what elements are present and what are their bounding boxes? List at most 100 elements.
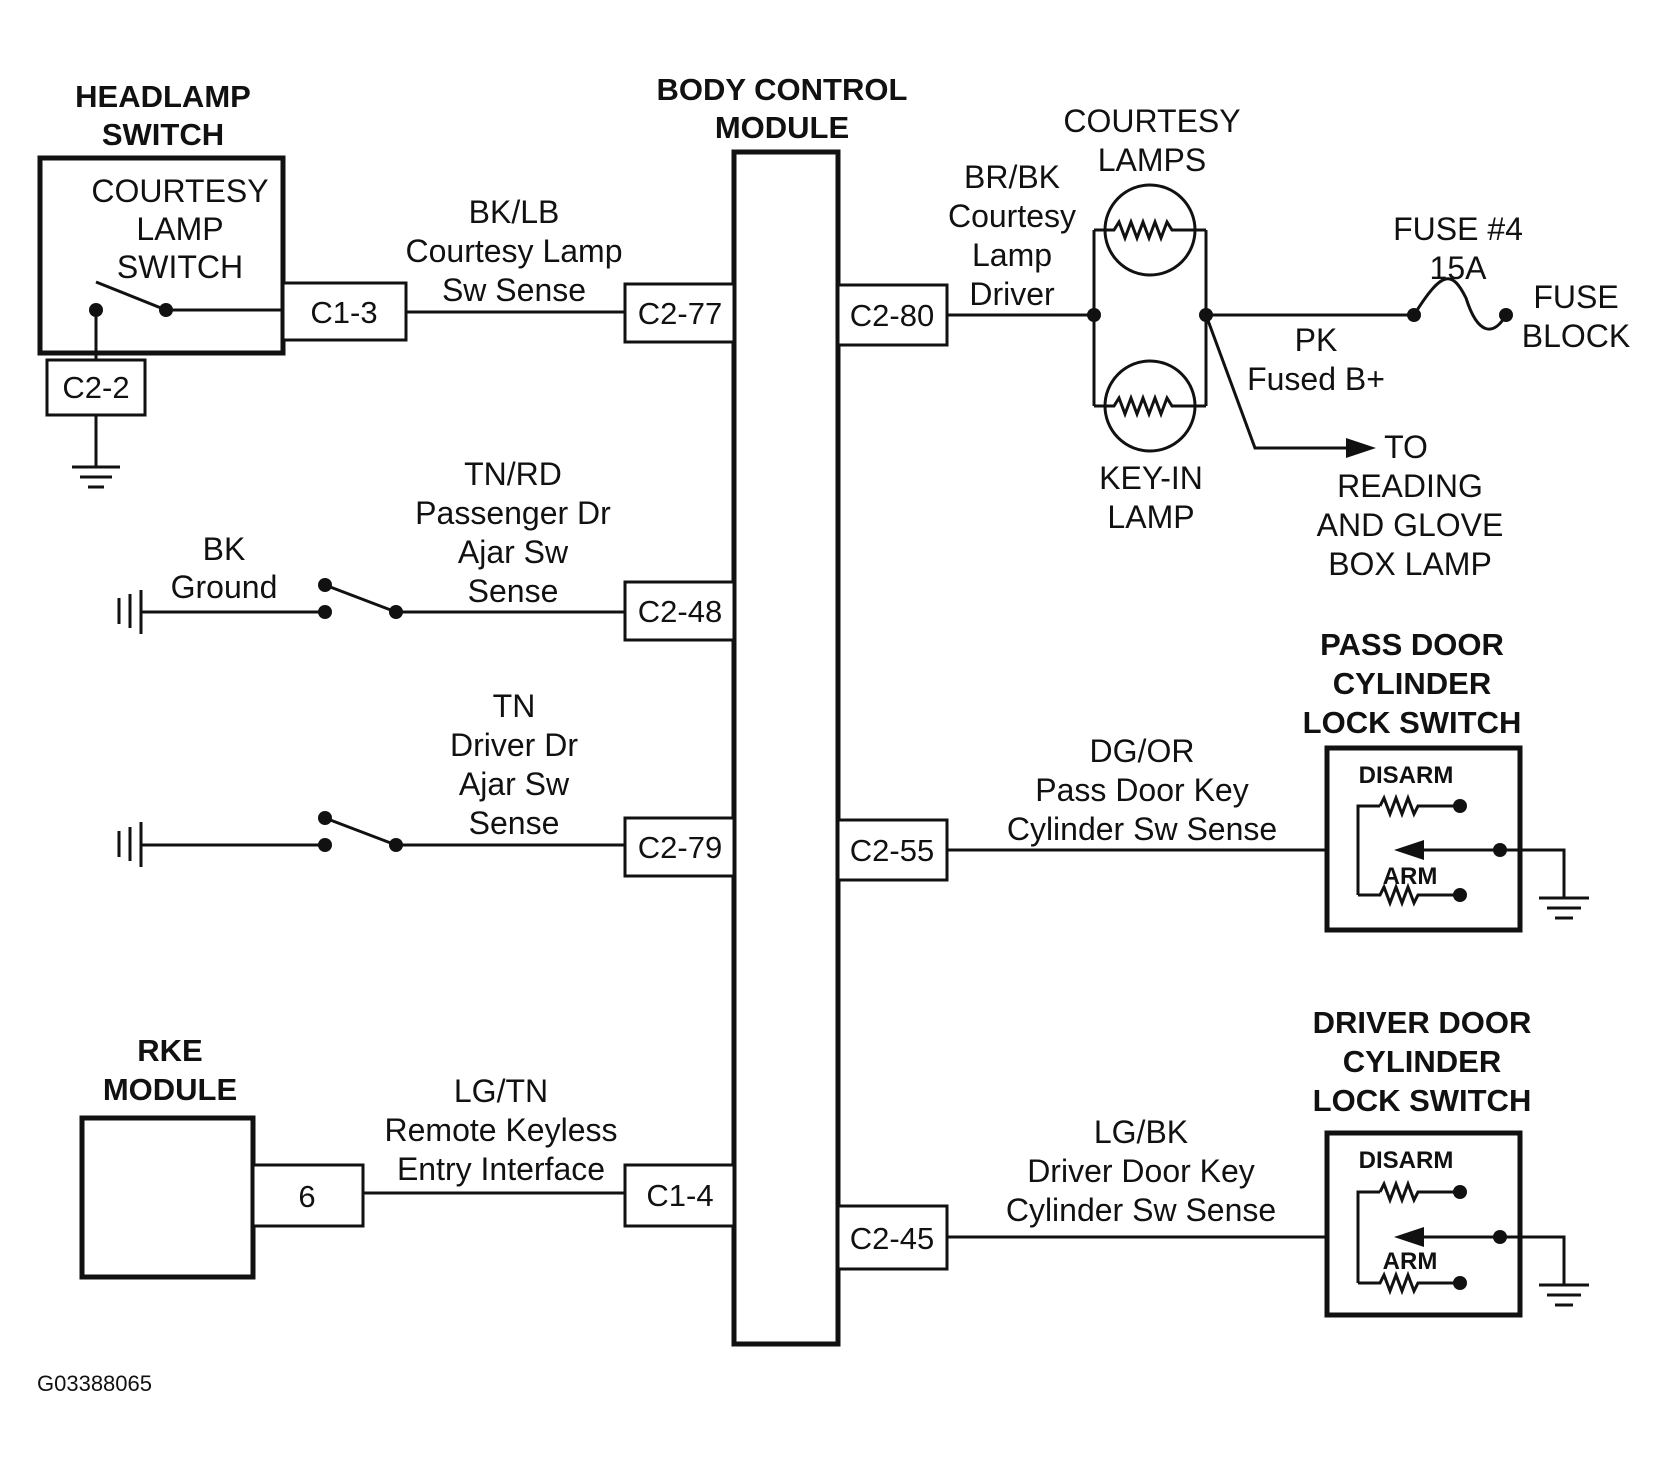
circuit-desc-1: Driver Door Key	[1027, 1153, 1255, 1189]
rke-title-1: RKE	[137, 1033, 202, 1068]
circuit-desc-2: Sw Sense	[442, 272, 586, 308]
wire-color-label: LG/BK	[1094, 1114, 1188, 1150]
rke-module: RKE MODULE 6 LG/TN Remote Keyless Entry …	[79, 1033, 736, 1280]
connector-c2-2	[45, 358, 147, 417]
pass-door-switch-box	[1324, 745, 1523, 933]
feed-wire-color: PK	[1295, 322, 1338, 358]
connector-c1-4-label: C1-4	[646, 1178, 713, 1213]
wire-color-label: BK/LB	[469, 194, 560, 230]
ground-wire-desc: Ground	[171, 569, 278, 605]
connector-c2-55-label: C2-55	[850, 833, 934, 868]
headlamp-switch: HEADLAMP SWITCH COURTESY LAMP SWITCH C2-…	[37, 79, 408, 489]
pass-door-title-3: LOCK SWITCH	[1303, 705, 1522, 740]
disarm-label: DISARM	[1359, 762, 1454, 789]
connector-c2-80-label: C2-80	[850, 298, 934, 333]
connector-c2-2-label: C2-2	[62, 370, 129, 405]
circuit-courtesy-sense: BK/LB Courtesy Lamp Sw Sense C2-77	[406, 194, 736, 344]
arm-contact-dot	[1453, 888, 1467, 902]
arm-resistor	[1358, 882, 1460, 908]
wiper-arrow-icon	[1394, 1227, 1424, 1247]
arm-label: ARM	[1383, 1248, 1438, 1275]
circuit-desc-2: Ajar Sw	[458, 534, 569, 570]
key-in-lamp-label-1: KEY-IN	[1099, 460, 1203, 496]
headlamp-switch-box	[37, 155, 286, 356]
driver-door-title-1: DRIVER DOOR	[1313, 1005, 1532, 1040]
disarm-contact-dot	[1453, 1185, 1467, 1199]
circuit-desc-3: Driver	[969, 276, 1055, 312]
body-control-module: BODY CONTROL MODULE	[657, 72, 908, 1347]
headlamp-switch-title-2: SWITCH	[102, 117, 224, 152]
connector-rke-6-label: 6	[298, 1179, 315, 1214]
bcm-body	[731, 149, 841, 1347]
circuit-desc-3: Sense	[469, 805, 560, 841]
wire-color-label: BR/BK	[964, 159, 1060, 195]
circuit-desc-2: Cylinder Sw Sense	[1007, 811, 1277, 847]
circuit-desc-2: Lamp	[972, 237, 1052, 273]
door-switch-blade	[324, 816, 397, 847]
connector-c1-4	[623, 1163, 736, 1228]
circuit-desc-1: Passenger Dr	[415, 495, 611, 531]
branch-label-2: READING	[1337, 468, 1483, 504]
circuit-desc-2: Ajar Sw	[459, 766, 570, 802]
rke-module-box	[79, 1115, 256, 1280]
switch-blade	[95, 280, 167, 312]
bcm-title-1: BODY CONTROL	[657, 72, 908, 107]
driver-door-title-2: CYLINDER	[1343, 1044, 1501, 1079]
branch-label-1: TO	[1384, 429, 1428, 465]
headlamp-switch-title-1: HEADLAMP	[75, 79, 251, 114]
circuit-desc-1: Remote Keyless	[385, 1112, 618, 1148]
connector-c2-79-label: C2-79	[638, 830, 722, 865]
pass-door-lock-circuit: PASS DOOR CYLINDER LOCK SWITCH C2-55 DG/…	[836, 627, 1589, 933]
switch-common-lead	[1356, 1190, 1380, 1283]
courtesy-switch-label-1: COURTESY	[91, 173, 268, 209]
arm-contact-dot	[1453, 1276, 1467, 1290]
circuit-desc-1: Courtesy Lamp	[406, 233, 623, 269]
fuse-terminal-dot	[1499, 308, 1513, 322]
circuit-passenger-door-ajar: BK Ground TN/RD Passenger Dr Ajar Sw Sen…	[117, 456, 736, 642]
switch-contact-dot	[89, 303, 103, 317]
circuit-driver-door-ajar: TN Driver Dr Ajar Sw Sense C2-79	[117, 688, 736, 878]
bcm-title-2: MODULE	[715, 110, 849, 145]
figure-code: G03388065	[37, 1371, 152, 1396]
disarm-contact-dot	[1453, 799, 1467, 813]
wire-color-label: TN	[493, 688, 536, 724]
disarm-resistor	[1378, 1179, 1460, 1205]
switch-contact-dot	[318, 838, 332, 852]
wire-color-label: TN/RD	[464, 456, 562, 492]
connector-rke-6	[251, 1163, 365, 1228]
driver-door-lock-circuit: DRIVER DOOR CYLINDER LOCK SWITCH C2-45 L…	[836, 1005, 1589, 1318]
door-switch-blade	[324, 583, 397, 614]
circuit-desc-1: Pass Door Key	[1035, 772, 1248, 808]
pass-door-title-2: CYLINDER	[1333, 666, 1491, 701]
circuit-desc-2: Entry Interface	[397, 1151, 605, 1187]
wire-color-label: LG/TN	[454, 1073, 548, 1109]
courtesy-switch-label-2: LAMP	[136, 211, 223, 247]
driver-door-title-3: LOCK SWITCH	[1313, 1083, 1532, 1118]
connector-c2-55	[836, 818, 949, 882]
courtesy-switch-label-3: SWITCH	[117, 249, 243, 285]
fuse-block-label-1: FUSE	[1533, 279, 1618, 315]
fuse-label-1: FUSE #4	[1393, 211, 1523, 247]
switch-contact-dot	[318, 605, 332, 619]
connector-c2-77	[623, 282, 736, 344]
courtesy-lamps-label-2: LAMPS	[1098, 142, 1206, 178]
connector-c2-45-label: C2-45	[850, 1221, 934, 1256]
fuse-label-2: 15A	[1430, 250, 1488, 286]
connector-c2-48	[623, 580, 736, 642]
circuit-desc-1: Courtesy	[948, 198, 1076, 234]
pass-door-title-1: PASS DOOR	[1320, 627, 1504, 662]
wiper-arrow-icon	[1394, 840, 1424, 860]
switch-ground-lead	[1500, 848, 1566, 897]
splice-dot	[1087, 308, 1101, 322]
connector-c2-79	[623, 816, 736, 878]
connector-c1-3	[281, 281, 408, 342]
branch-label-4: BOX LAMP	[1328, 546, 1492, 582]
connector-c2-48-label: C2-48	[638, 594, 722, 629]
arm-resistor	[1358, 1270, 1460, 1296]
arm-label: ARM	[1383, 863, 1438, 890]
connector-c1-3-label: C1-3	[310, 295, 377, 330]
circuit-desc-2: Cylinder Sw Sense	[1006, 1192, 1276, 1228]
fuse-4-symbol	[1412, 277, 1508, 331]
courtesy-lamp-circuit: C2-80 BR/BK Courtesy Lamp Driver COURTES…	[836, 103, 1630, 582]
